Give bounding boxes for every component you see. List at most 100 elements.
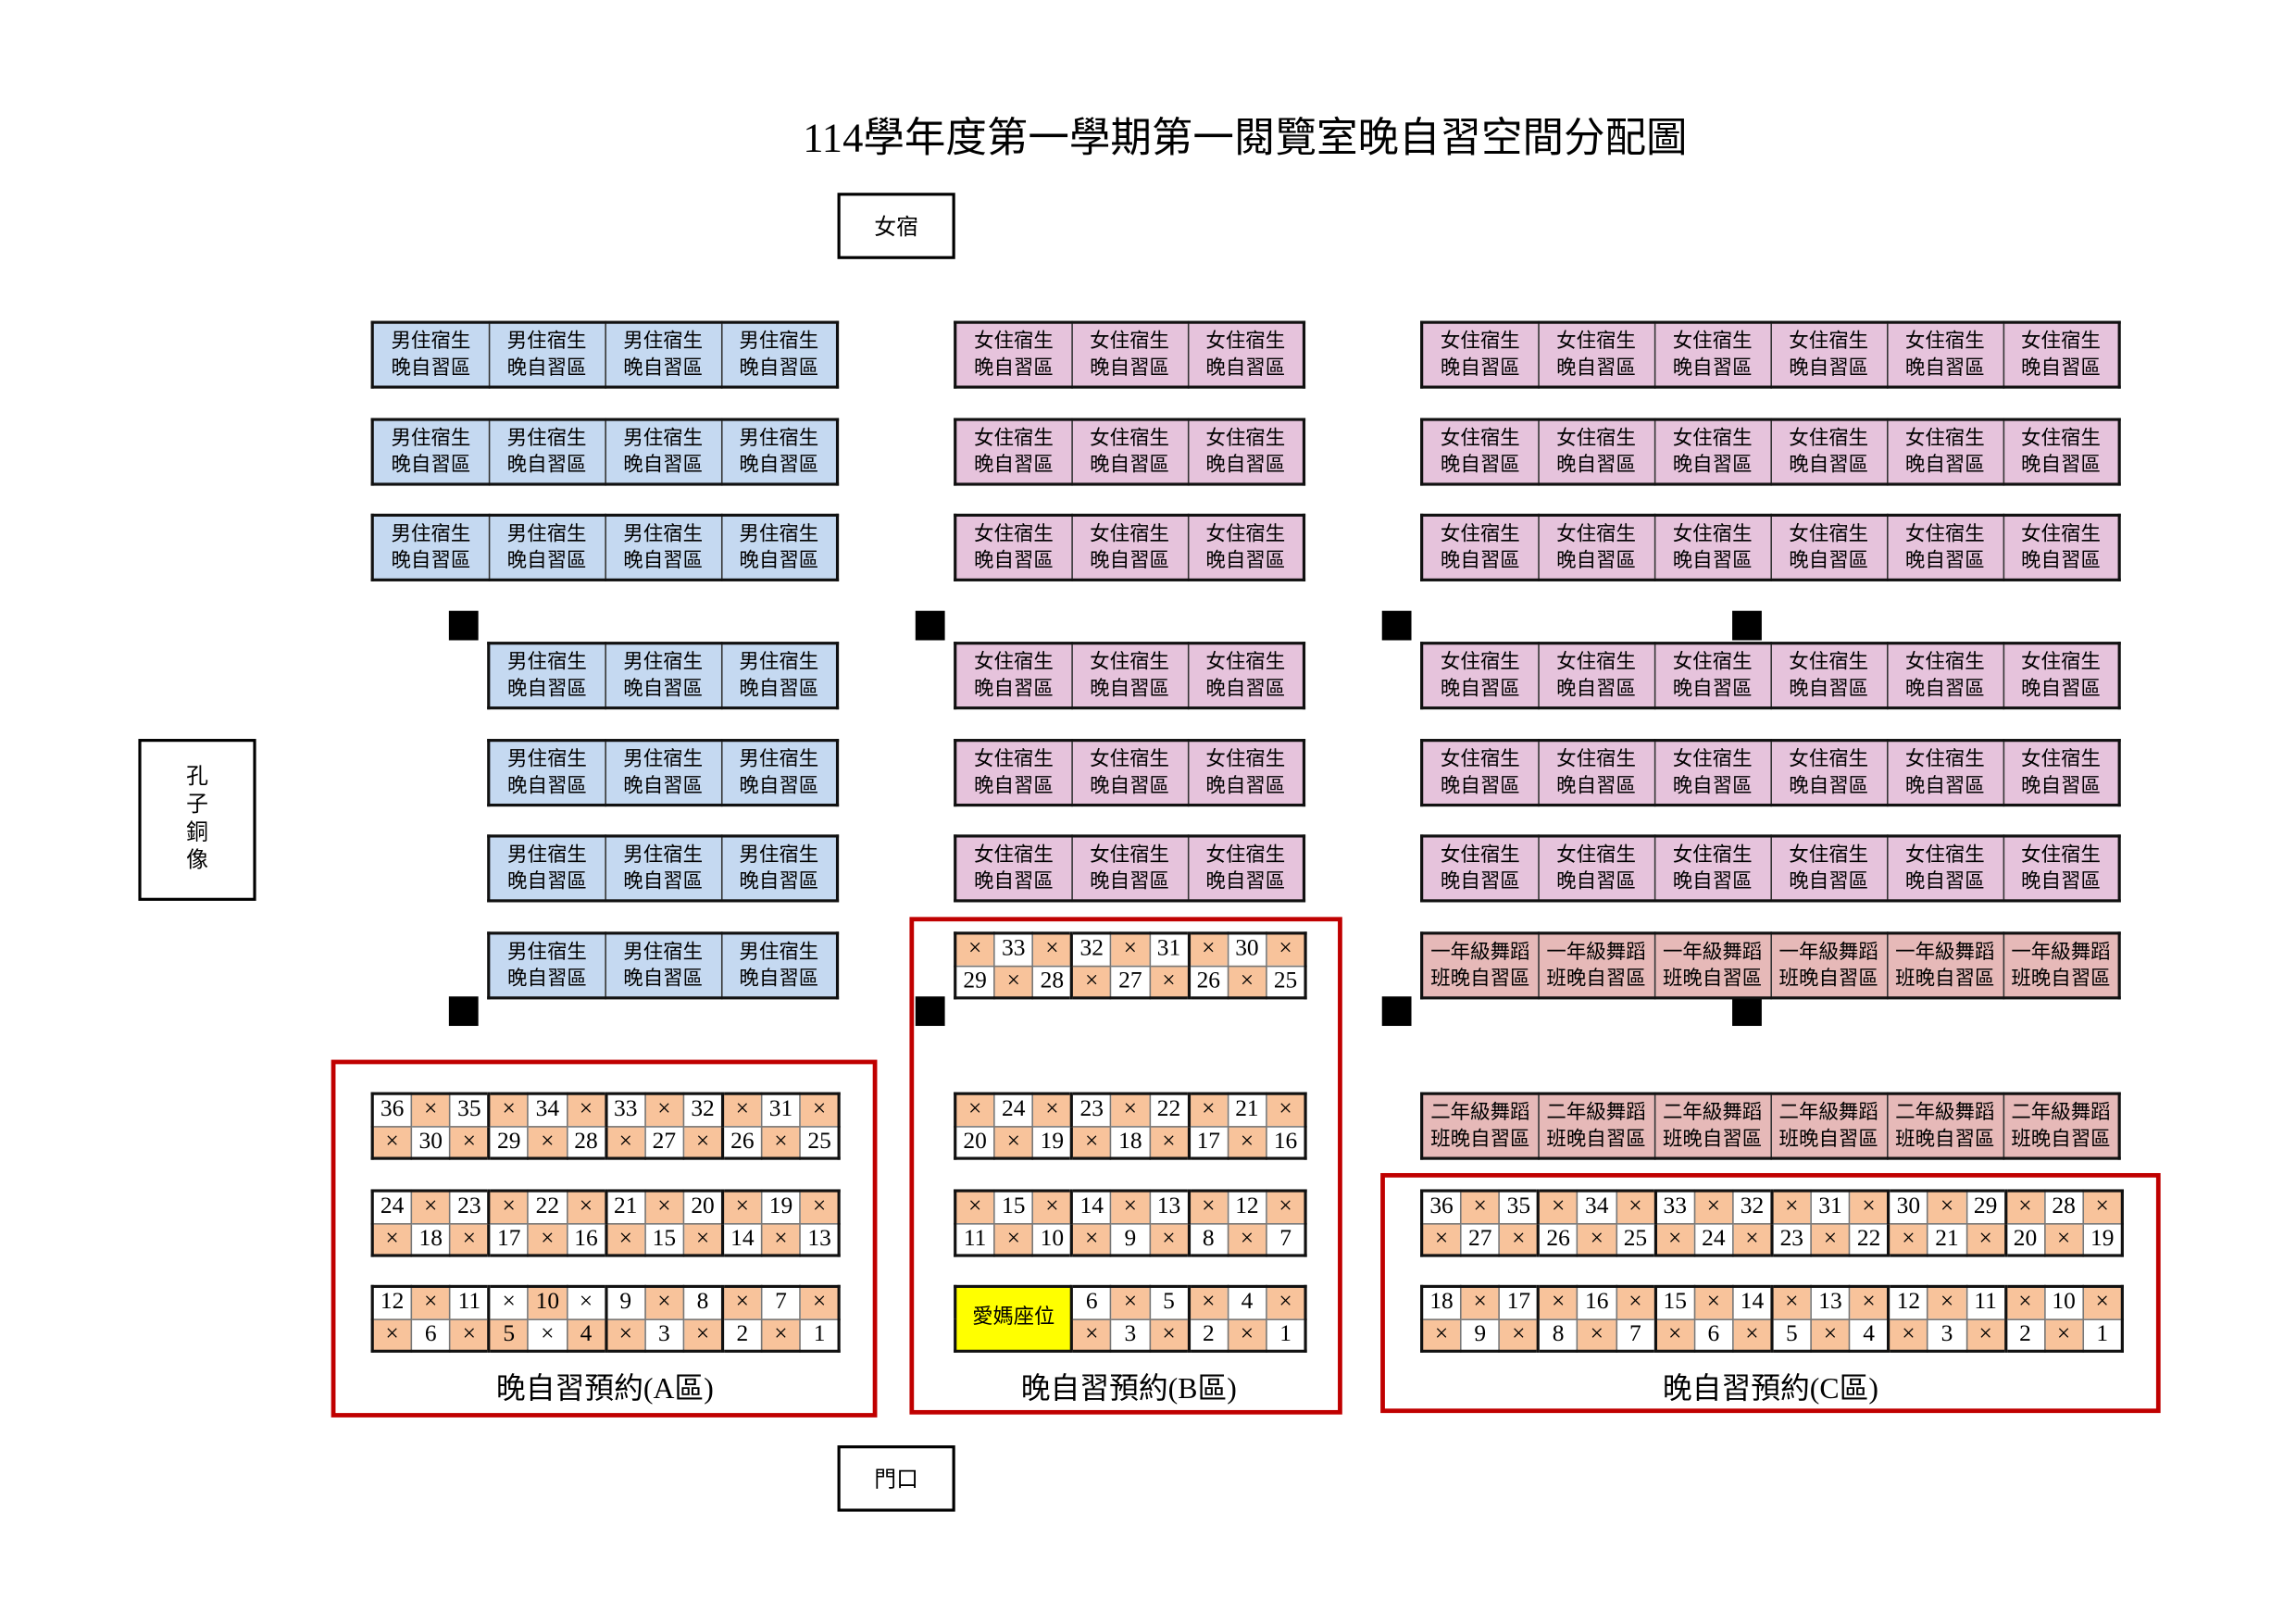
seat-5[interactable]: 5 <box>1770 1318 1812 1353</box>
seat-2[interactable]: 2 <box>1187 1318 1229 1353</box>
seat-24[interactable]: 24 <box>1693 1222 1734 1256</box>
seat-12[interactable]: 12 <box>1227 1190 1267 1224</box>
seat-15[interactable]: 15 <box>992 1190 1034 1224</box>
seat-27[interactable]: 27 <box>1459 1222 1501 1256</box>
seat-6[interactable]: 6 <box>1693 1318 1734 1353</box>
seat-18[interactable]: 18 <box>1110 1125 1151 1159</box>
seat-21[interactable]: 21 <box>604 1190 646 1224</box>
seat-23[interactable]: 23 <box>1770 1222 1812 1256</box>
seat-24[interactable]: 24 <box>371 1190 413 1224</box>
seat-1[interactable]: 1 <box>1266 1318 1306 1353</box>
seat-27[interactable]: 27 <box>643 1125 685 1159</box>
seat-10[interactable]: 10 <box>2043 1285 2084 1320</box>
seat-7[interactable]: 7 <box>760 1285 802 1320</box>
seat-14[interactable]: 14 <box>720 1222 763 1256</box>
seat-6[interactable]: 6 <box>410 1318 452 1353</box>
seat-26[interactable]: 26 <box>720 1125 763 1159</box>
seat-4[interactable]: 4 <box>1227 1285 1267 1320</box>
seat-34[interactable]: 34 <box>527 1093 568 1127</box>
seat-31[interactable]: 31 <box>1149 932 1190 967</box>
seat-26[interactable]: 26 <box>1537 1222 1578 1256</box>
seat-17[interactable]: 17 <box>487 1222 530 1256</box>
seat-10[interactable]: 10 <box>527 1285 568 1320</box>
seat-13[interactable]: 13 <box>799 1222 841 1256</box>
seat-36[interactable]: 36 <box>371 1093 413 1127</box>
seat-17[interactable]: 17 <box>1187 1125 1229 1159</box>
seat-19[interactable]: 19 <box>1031 1125 1073 1159</box>
seat-15[interactable]: 15 <box>643 1222 685 1256</box>
seat-25[interactable]: 25 <box>799 1125 841 1159</box>
seat-13[interactable]: 13 <box>1810 1285 1851 1320</box>
seat-4[interactable]: 4 <box>1849 1318 1890 1353</box>
seat-9[interactable]: 9 <box>1110 1222 1151 1256</box>
seat-17[interactable]: 17 <box>1498 1285 1540 1320</box>
seat-33[interactable]: 33 <box>992 932 1034 967</box>
seat-3[interactable]: 3 <box>643 1318 685 1353</box>
seat-7[interactable]: 7 <box>1615 1318 1656 1353</box>
seat-26[interactable]: 26 <box>1187 965 1229 999</box>
seat-11[interactable]: 11 <box>954 1222 995 1256</box>
seat-28[interactable]: 28 <box>566 1125 607 1159</box>
seat-11[interactable]: 11 <box>1965 1285 2006 1320</box>
seat-24[interactable]: 24 <box>992 1093 1034 1127</box>
seat-8[interactable]: 8 <box>682 1285 724 1320</box>
seat-12[interactable]: 12 <box>1887 1285 1928 1320</box>
seat-18[interactable]: 18 <box>410 1222 452 1256</box>
seat-22[interactable]: 22 <box>1149 1093 1190 1127</box>
seat-28[interactable]: 28 <box>1031 965 1073 999</box>
seat-8[interactable]: 8 <box>1187 1222 1229 1256</box>
seat-5[interactable]: 5 <box>487 1318 530 1353</box>
seat-2[interactable]: 2 <box>720 1318 763 1353</box>
seat-22[interactable]: 22 <box>527 1190 568 1224</box>
seat-16[interactable]: 16 <box>1266 1125 1306 1159</box>
seat-33[interactable]: 33 <box>1653 1190 1695 1224</box>
seat-6[interactable]: 6 <box>1070 1285 1112 1320</box>
seat-4[interactable]: 4 <box>566 1318 607 1353</box>
seat-19[interactable]: 19 <box>2082 1222 2123 1256</box>
seat-32[interactable]: 32 <box>682 1093 724 1127</box>
seat-23[interactable]: 23 <box>1070 1093 1112 1127</box>
seat-20[interactable]: 20 <box>2003 1222 2045 1256</box>
seat-30[interactable]: 30 <box>1227 932 1267 967</box>
seat-19[interactable]: 19 <box>760 1190 802 1224</box>
seat-2[interactable]: 2 <box>2003 1318 2045 1353</box>
seat-9[interactable]: 9 <box>604 1285 646 1320</box>
seat-28[interactable]: 28 <box>2043 1190 2084 1224</box>
seat-18[interactable]: 18 <box>1420 1285 1462 1320</box>
seat-35[interactable]: 35 <box>449 1093 491 1127</box>
seat-7[interactable]: 7 <box>1266 1222 1306 1256</box>
seat-27[interactable]: 27 <box>1110 965 1151 999</box>
seat-20[interactable]: 20 <box>954 1125 995 1159</box>
seat-3[interactable]: 3 <box>1110 1318 1151 1353</box>
seat-25[interactable]: 25 <box>1615 1222 1656 1256</box>
volunteer-mom-seat[interactable]: 愛媽座位 <box>954 1285 1073 1353</box>
seat-1[interactable]: 1 <box>799 1318 841 1353</box>
seat-35[interactable]: 35 <box>1498 1190 1540 1224</box>
seat-25[interactable]: 25 <box>1266 965 1306 999</box>
seat-31[interactable]: 31 <box>1810 1190 1851 1224</box>
seat-21[interactable]: 21 <box>1227 1093 1267 1127</box>
seat-30[interactable]: 30 <box>410 1125 452 1159</box>
seat-29[interactable]: 29 <box>1965 1190 2006 1224</box>
seat-29[interactable]: 29 <box>487 1125 530 1159</box>
seat-9[interactable]: 9 <box>1459 1318 1501 1353</box>
seat-15[interactable]: 15 <box>1653 1285 1695 1320</box>
seat-20[interactable]: 20 <box>682 1190 724 1224</box>
seat-16[interactable]: 16 <box>566 1222 607 1256</box>
seat-22[interactable]: 22 <box>1849 1222 1890 1256</box>
seat-16[interactable]: 16 <box>1576 1285 1617 1320</box>
seat-14[interactable]: 14 <box>1732 1285 1773 1320</box>
seat-23[interactable]: 23 <box>449 1190 491 1224</box>
seat-32[interactable]: 32 <box>1070 932 1112 967</box>
seat-33[interactable]: 33 <box>604 1093 646 1127</box>
seat-21[interactable]: 21 <box>1927 1222 1967 1256</box>
seat-12[interactable]: 12 <box>371 1285 413 1320</box>
seat-30[interactable]: 30 <box>1887 1190 1928 1224</box>
seat-3[interactable]: 3 <box>1927 1318 1967 1353</box>
seat-31[interactable]: 31 <box>760 1093 802 1127</box>
seat-8[interactable]: 8 <box>1537 1318 1578 1353</box>
seat-11[interactable]: 11 <box>449 1285 491 1320</box>
seat-13[interactable]: 13 <box>1149 1190 1190 1224</box>
seat-1[interactable]: 1 <box>2082 1318 2123 1353</box>
seat-14[interactable]: 14 <box>1070 1190 1112 1224</box>
